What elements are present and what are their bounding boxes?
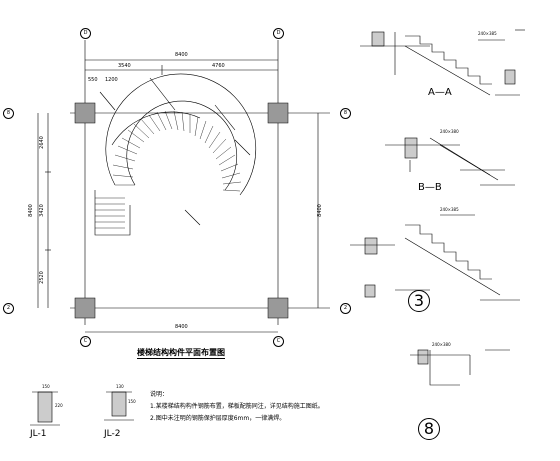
dim-left-seg-top: 2640 xyxy=(38,136,45,149)
dim-top-total: 8400 xyxy=(175,52,188,58)
section-b-b-label: B—B xyxy=(418,182,442,193)
column-bottom-left xyxy=(74,297,96,319)
section-8 xyxy=(410,349,510,386)
dim-small-b: 1200 xyxy=(105,77,118,83)
column-top-right xyxy=(267,102,289,124)
grid-bubble-bottom: C xyxy=(80,336,91,347)
dim-right-total: 8400 xyxy=(316,204,323,217)
beam-jl2-width: 130 xyxy=(116,384,124,389)
section-b-dim: 240×380 xyxy=(440,129,459,134)
plan-title: 楼梯结构构件平面布置图 xyxy=(137,348,225,359)
section-3-dim: 240×385 xyxy=(440,207,459,212)
notes-line1: 1.某楼梯结构构件钢筋布置，梯板配筋同注，详见结构施工图纸。 xyxy=(150,403,324,410)
beam-jl2-height: 150 xyxy=(128,399,136,404)
dim-left-total: 8400 xyxy=(27,204,34,217)
notes-heading: 说明： xyxy=(150,391,169,398)
grid-bubble-left-bottom: 2 xyxy=(3,303,14,314)
section-a-a-label: A—A xyxy=(428,87,452,98)
grid-bubble-right-top: 8 xyxy=(340,108,351,119)
dim-top-right: 4760 xyxy=(212,63,225,69)
dim-small-a: 550 xyxy=(88,77,98,83)
section-8-bubble: 8 xyxy=(418,418,440,440)
beam-jl1-height: 220 xyxy=(55,403,63,408)
beam-jl2-label: JL-2 xyxy=(104,429,121,439)
section-3 xyxy=(350,214,520,301)
section-8-dim: 240×380 xyxy=(432,342,451,347)
grid-bubble-right-bottom: 2 xyxy=(340,303,351,314)
section-a-a xyxy=(360,29,525,96)
column-top-left xyxy=(74,102,96,124)
beam-jl1-section xyxy=(37,391,53,423)
dim-bottom-total: 8400 xyxy=(175,324,188,330)
dim-left-seg-bot: 2520 xyxy=(38,271,45,284)
section-a-dim: 240×385 xyxy=(478,31,497,36)
beam-jl1-label: JL-1 xyxy=(30,429,47,439)
section-b-b xyxy=(385,137,515,186)
beam-jl2-section xyxy=(111,391,127,417)
dim-top-left: 3540 xyxy=(118,63,131,69)
spiral-stair xyxy=(94,73,257,236)
grid-bubble-top-right: D xyxy=(273,28,284,39)
column-bottom-right xyxy=(267,297,289,319)
grid-bubble-top: D xyxy=(80,28,91,39)
beam-jl1-width: 150 xyxy=(42,384,50,389)
dim-left-seg-mid: 3420 xyxy=(38,204,45,217)
grid-bubble-left-top: 8 xyxy=(3,108,14,119)
section-3-bubble: 3 xyxy=(408,290,430,312)
notes-line2: 2.图中未注明的钢筋保护层厚度6mm，一律满焊。 xyxy=(150,415,286,422)
grid-bubble-bottom-right: C xyxy=(273,336,284,347)
